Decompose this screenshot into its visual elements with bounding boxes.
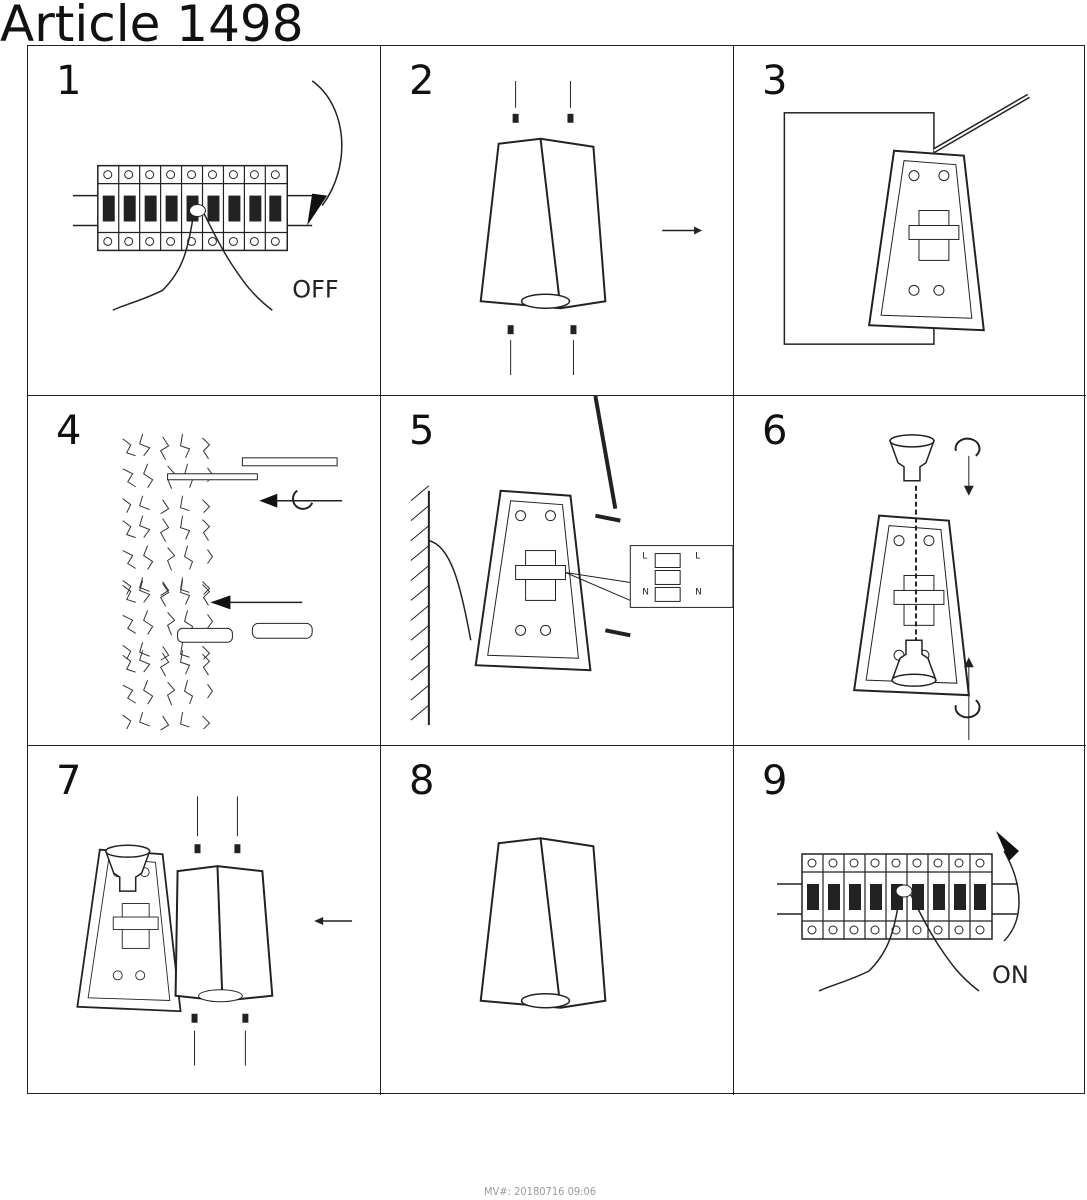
insert-bulbs-illustration <box>853 434 981 741</box>
replace-cover-illustration <box>76 796 353 1066</box>
instruction-grid: 1 OFF 2 3 4 <box>27 45 1086 1095</box>
step-3-panel: 3 <box>734 46 1086 396</box>
terminal-label-l-out: L <box>695 552 700 562</box>
step-7-panel: 7 <box>28 746 381 1095</box>
wiring-illustration: L L N N <box>410 396 733 726</box>
arrow-up-icon <box>996 831 1019 861</box>
footer-revision-stamp: MV#: 20180716 09:06 <box>484 1185 597 1198</box>
remove-cover-illustration <box>479 80 703 376</box>
terminal-label-l-in: L <box>642 552 647 562</box>
step-number: 5 <box>409 408 435 454</box>
terminal-label-n-in: N <box>642 587 649 597</box>
arrow-down-icon <box>307 193 328 226</box>
step-9-panel: 9 ON <box>734 746 1086 1095</box>
step-1-panel: 1 OFF <box>28 46 381 396</box>
step-number: 7 <box>56 758 82 804</box>
step-number: 8 <box>409 758 435 804</box>
document-title: Article 1498 <box>0 0 304 53</box>
step-number: 3 <box>762 58 788 104</box>
step-5-panel: 5 L L N N <box>381 396 734 746</box>
step-2-panel: 2 <box>381 46 734 396</box>
step-number: 4 <box>56 408 82 454</box>
breaker-switch-off-illustration: OFF <box>72 80 343 311</box>
step-8-panel: 8 <box>381 746 734 1095</box>
step-number: 2 <box>409 58 435 104</box>
finished-lamp-illustration <box>479 837 607 1009</box>
breaker-switch-on-illustration: ON <box>776 831 1029 992</box>
step-4-panel: 4 <box>28 396 381 746</box>
mark-wall-illustration <box>783 93 1030 345</box>
step-6-panel: 6 <box>734 396 1086 746</box>
drill-holes-illustration <box>122 433 343 731</box>
step-number: 6 <box>762 408 788 454</box>
on-label: ON <box>992 961 1029 989</box>
step-number: 9 <box>762 758 788 804</box>
off-label: OFF <box>292 275 338 303</box>
step-number: 1 <box>56 58 82 104</box>
terminal-label-n-out: N <box>695 587 702 597</box>
